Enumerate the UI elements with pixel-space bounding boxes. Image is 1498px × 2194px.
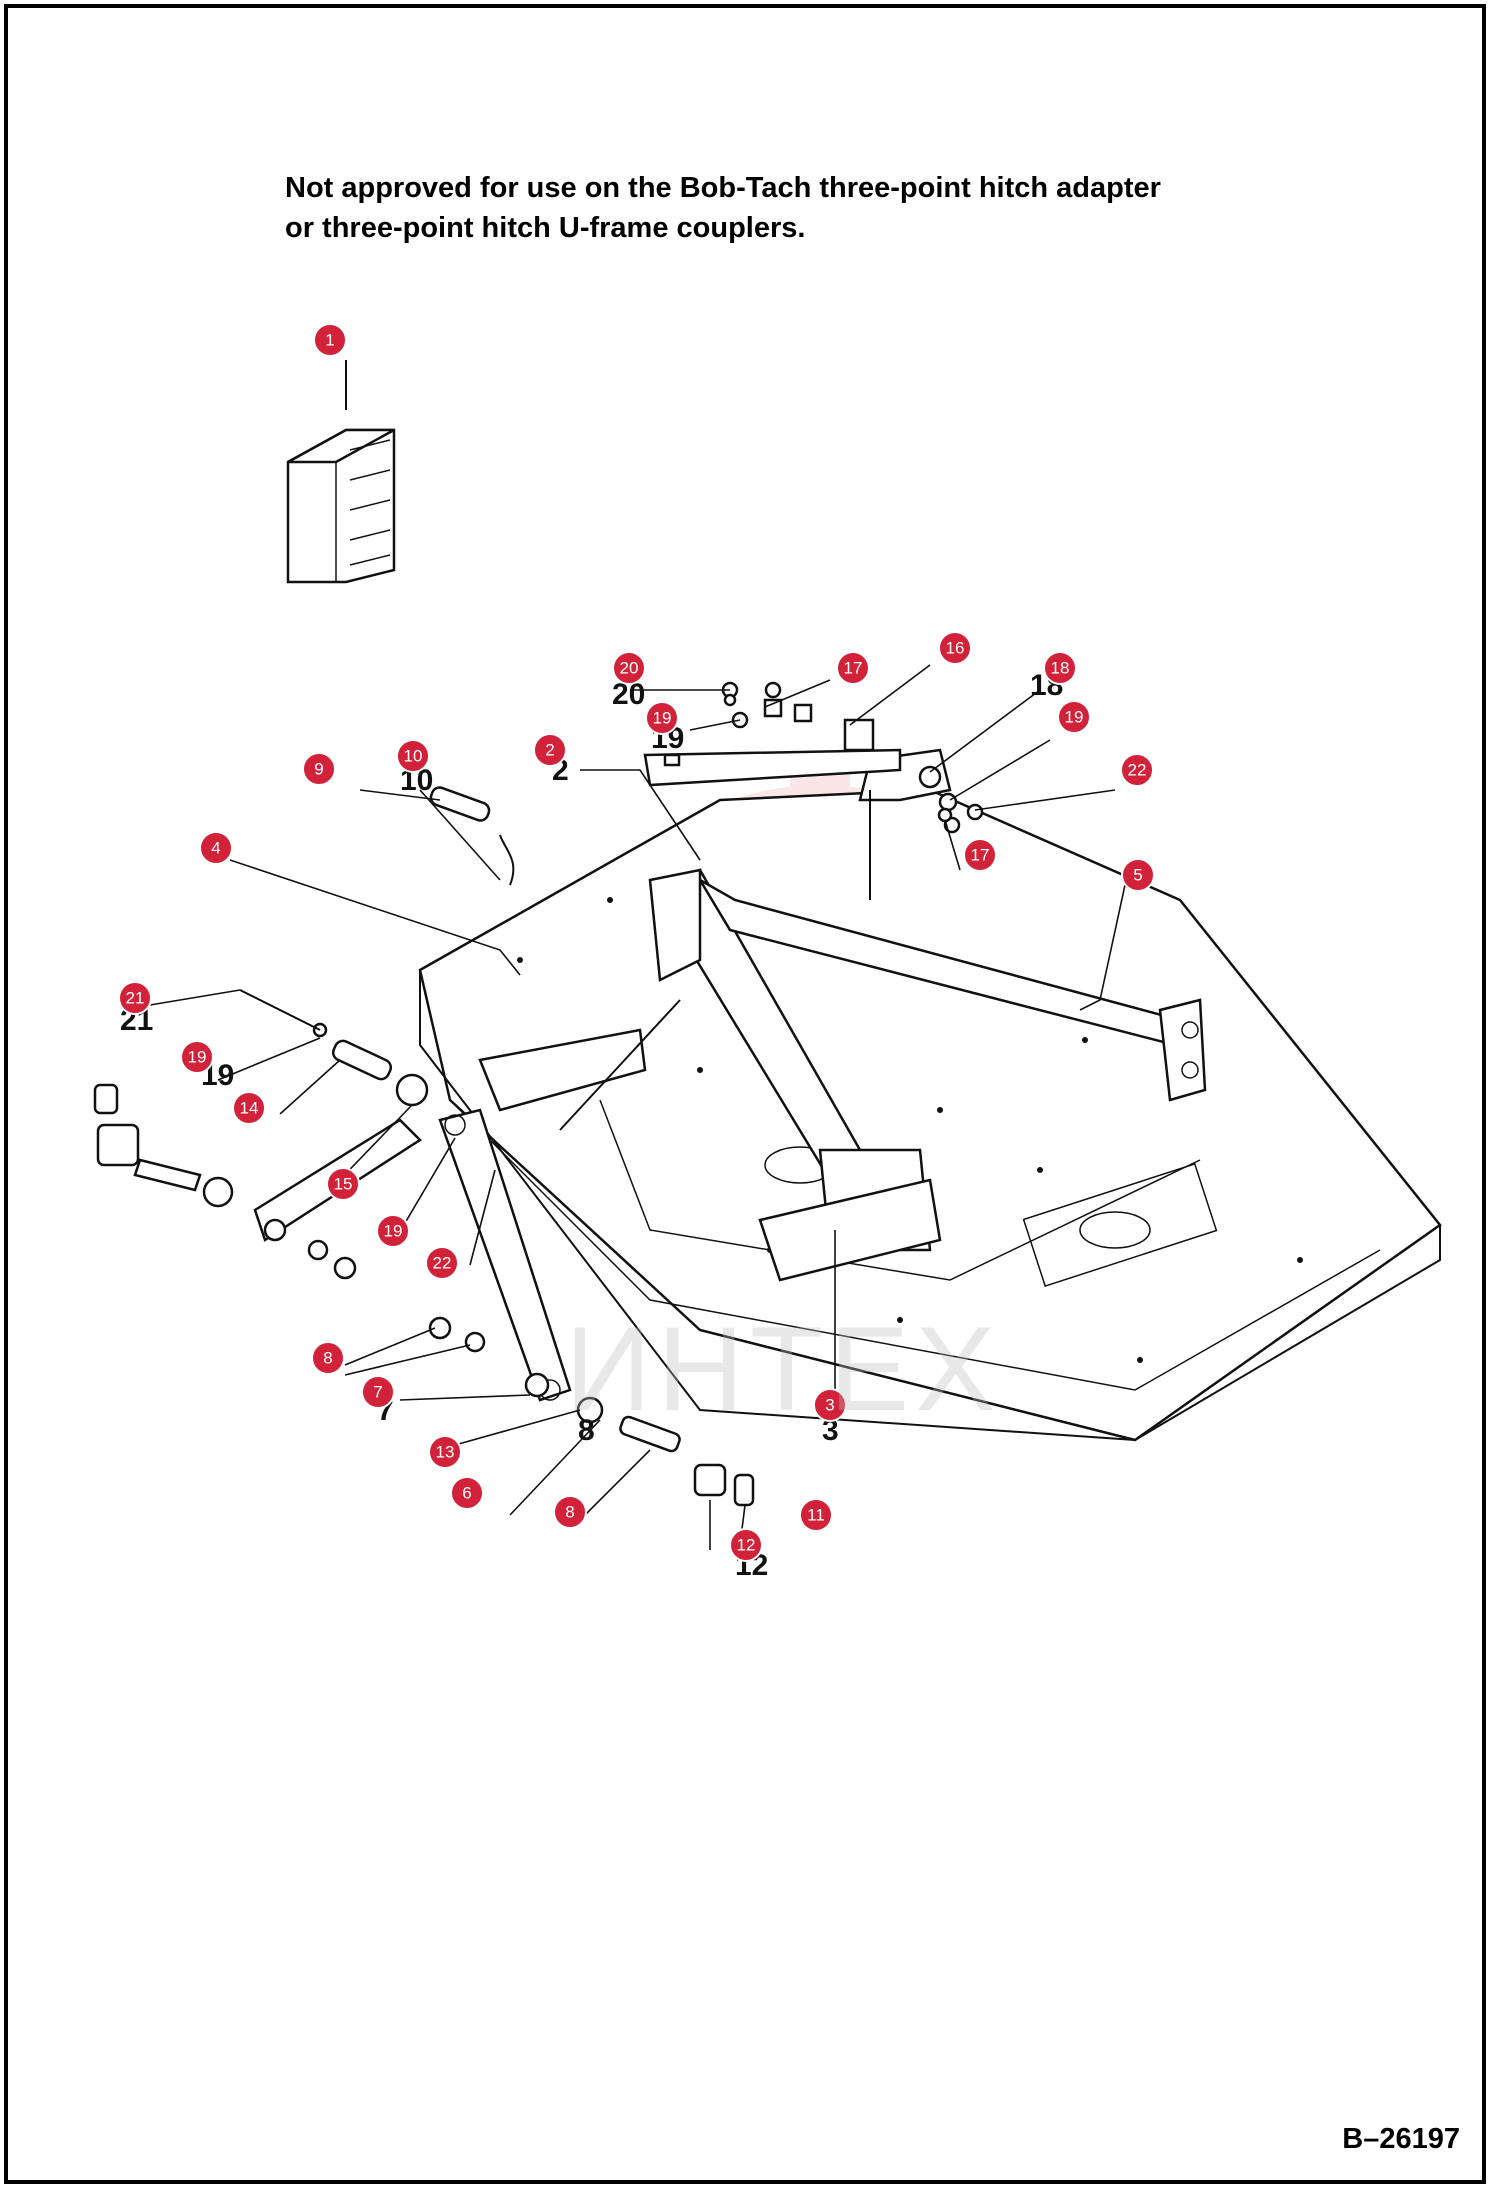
svg-text:18: 18 (1051, 659, 1070, 678)
watermark-text: ИНТЕХ (565, 1302, 1002, 1436)
callout-11: 11 (799, 1498, 833, 1532)
svg-text:19: 19 (188, 1048, 207, 1067)
lower-lift-arm (438, 1108, 572, 1402)
callout-15: 15 (326, 1167, 360, 1201)
svg-text:15: 15 (334, 1175, 353, 1194)
svg-text:4: 4 (211, 839, 220, 858)
callout-17-lower: 17 (963, 838, 997, 872)
manual-box-part (286, 360, 396, 584)
svg-text:19: 19 (653, 709, 672, 728)
callout-14: 14 (232, 1091, 266, 1125)
deck-holes (517, 897, 1303, 1363)
svg-text:19: 19 (384, 1222, 403, 1241)
svg-text:20: 20 (620, 659, 639, 678)
svg-text:11: 11 (807, 1506, 825, 1525)
a-frame-hitch (478, 748, 1207, 1282)
leader-lines (149, 664, 1126, 1550)
svg-text:22: 22 (433, 1254, 452, 1273)
callout-2: 2 (533, 733, 567, 767)
callout-7: 7 (361, 1375, 395, 1409)
svg-text:14: 14 (240, 1099, 259, 1118)
callout-4: 4 (199, 831, 233, 865)
svg-text:16: 16 (946, 639, 965, 658)
svg-text:8: 8 (578, 1414, 595, 1447)
svg-text:19: 19 (1065, 708, 1084, 727)
approval-note-line-2: or three-point hitch U-frame couplers. (285, 212, 806, 244)
svg-text:10: 10 (404, 747, 423, 766)
svg-text:17: 17 (844, 659, 863, 678)
callouts: 1 2 3 4 5 6 7 8 8 9 10 11 12 13 14 15 16… (118, 323, 1155, 1562)
callout-19-lower: 19 (376, 1214, 410, 1248)
callout-19-upper-right: 19 (1057, 700, 1091, 734)
callout-20: 20 (612, 651, 646, 685)
svg-text:3: 3 (822, 1414, 839, 1447)
svg-text:21: 21 (126, 989, 145, 1008)
callout-19-left: 19 (180, 1040, 214, 1074)
svg-text:2: 2 (545, 741, 554, 760)
svg-text:12: 12 (737, 1536, 756, 1555)
callout-1: 1 (313, 323, 347, 357)
callout-13: 13 (428, 1435, 462, 1469)
callout-19-upper-left: 19 (645, 701, 679, 735)
page-frame (4, 4, 1486, 2184)
svg-text:7: 7 (373, 1383, 382, 1402)
callout-9: 9 (302, 752, 336, 786)
figure-id: B–26197 (1342, 2123, 1460, 2155)
callout-10: 10 (396, 739, 430, 773)
callout-18: 18 (1043, 651, 1077, 685)
svg-text:1: 1 (325, 331, 334, 350)
callout-8-lower: 8 (553, 1495, 587, 1529)
callout-22-right: 22 (1120, 753, 1154, 787)
svg-text:5: 5 (1133, 866, 1142, 885)
svg-text:3: 3 (825, 1396, 834, 1415)
callout-3: 3 (813, 1388, 847, 1422)
svg-text:9: 9 (314, 760, 323, 779)
approval-note-line-1: Not approved for use on the Bob-Tach thr… (285, 172, 1161, 204)
callout-8-upper: 8 (311, 1341, 345, 1375)
callout-21: 21 (118, 981, 152, 1015)
svg-text:8: 8 (565, 1503, 574, 1522)
callout-22-left: 22 (425, 1246, 459, 1280)
manual-box-stripes (349, 439, 391, 566)
callout-12: 12 (729, 1528, 763, 1562)
approval-note: Not approved for use on the Bob-Tach thr… (285, 168, 1285, 248)
callout-5: 5 (1121, 858, 1155, 892)
callout-17-upper: 17 (836, 651, 870, 685)
callout-16: 16 (938, 631, 972, 665)
callout-6: 6 (450, 1476, 484, 1510)
svg-text:17: 17 (971, 846, 990, 865)
svg-text:13: 13 (436, 1443, 455, 1462)
svg-text:22: 22 (1128, 761, 1147, 780)
svg-text:8: 8 (323, 1349, 332, 1368)
svg-text:6: 6 (462, 1484, 471, 1503)
